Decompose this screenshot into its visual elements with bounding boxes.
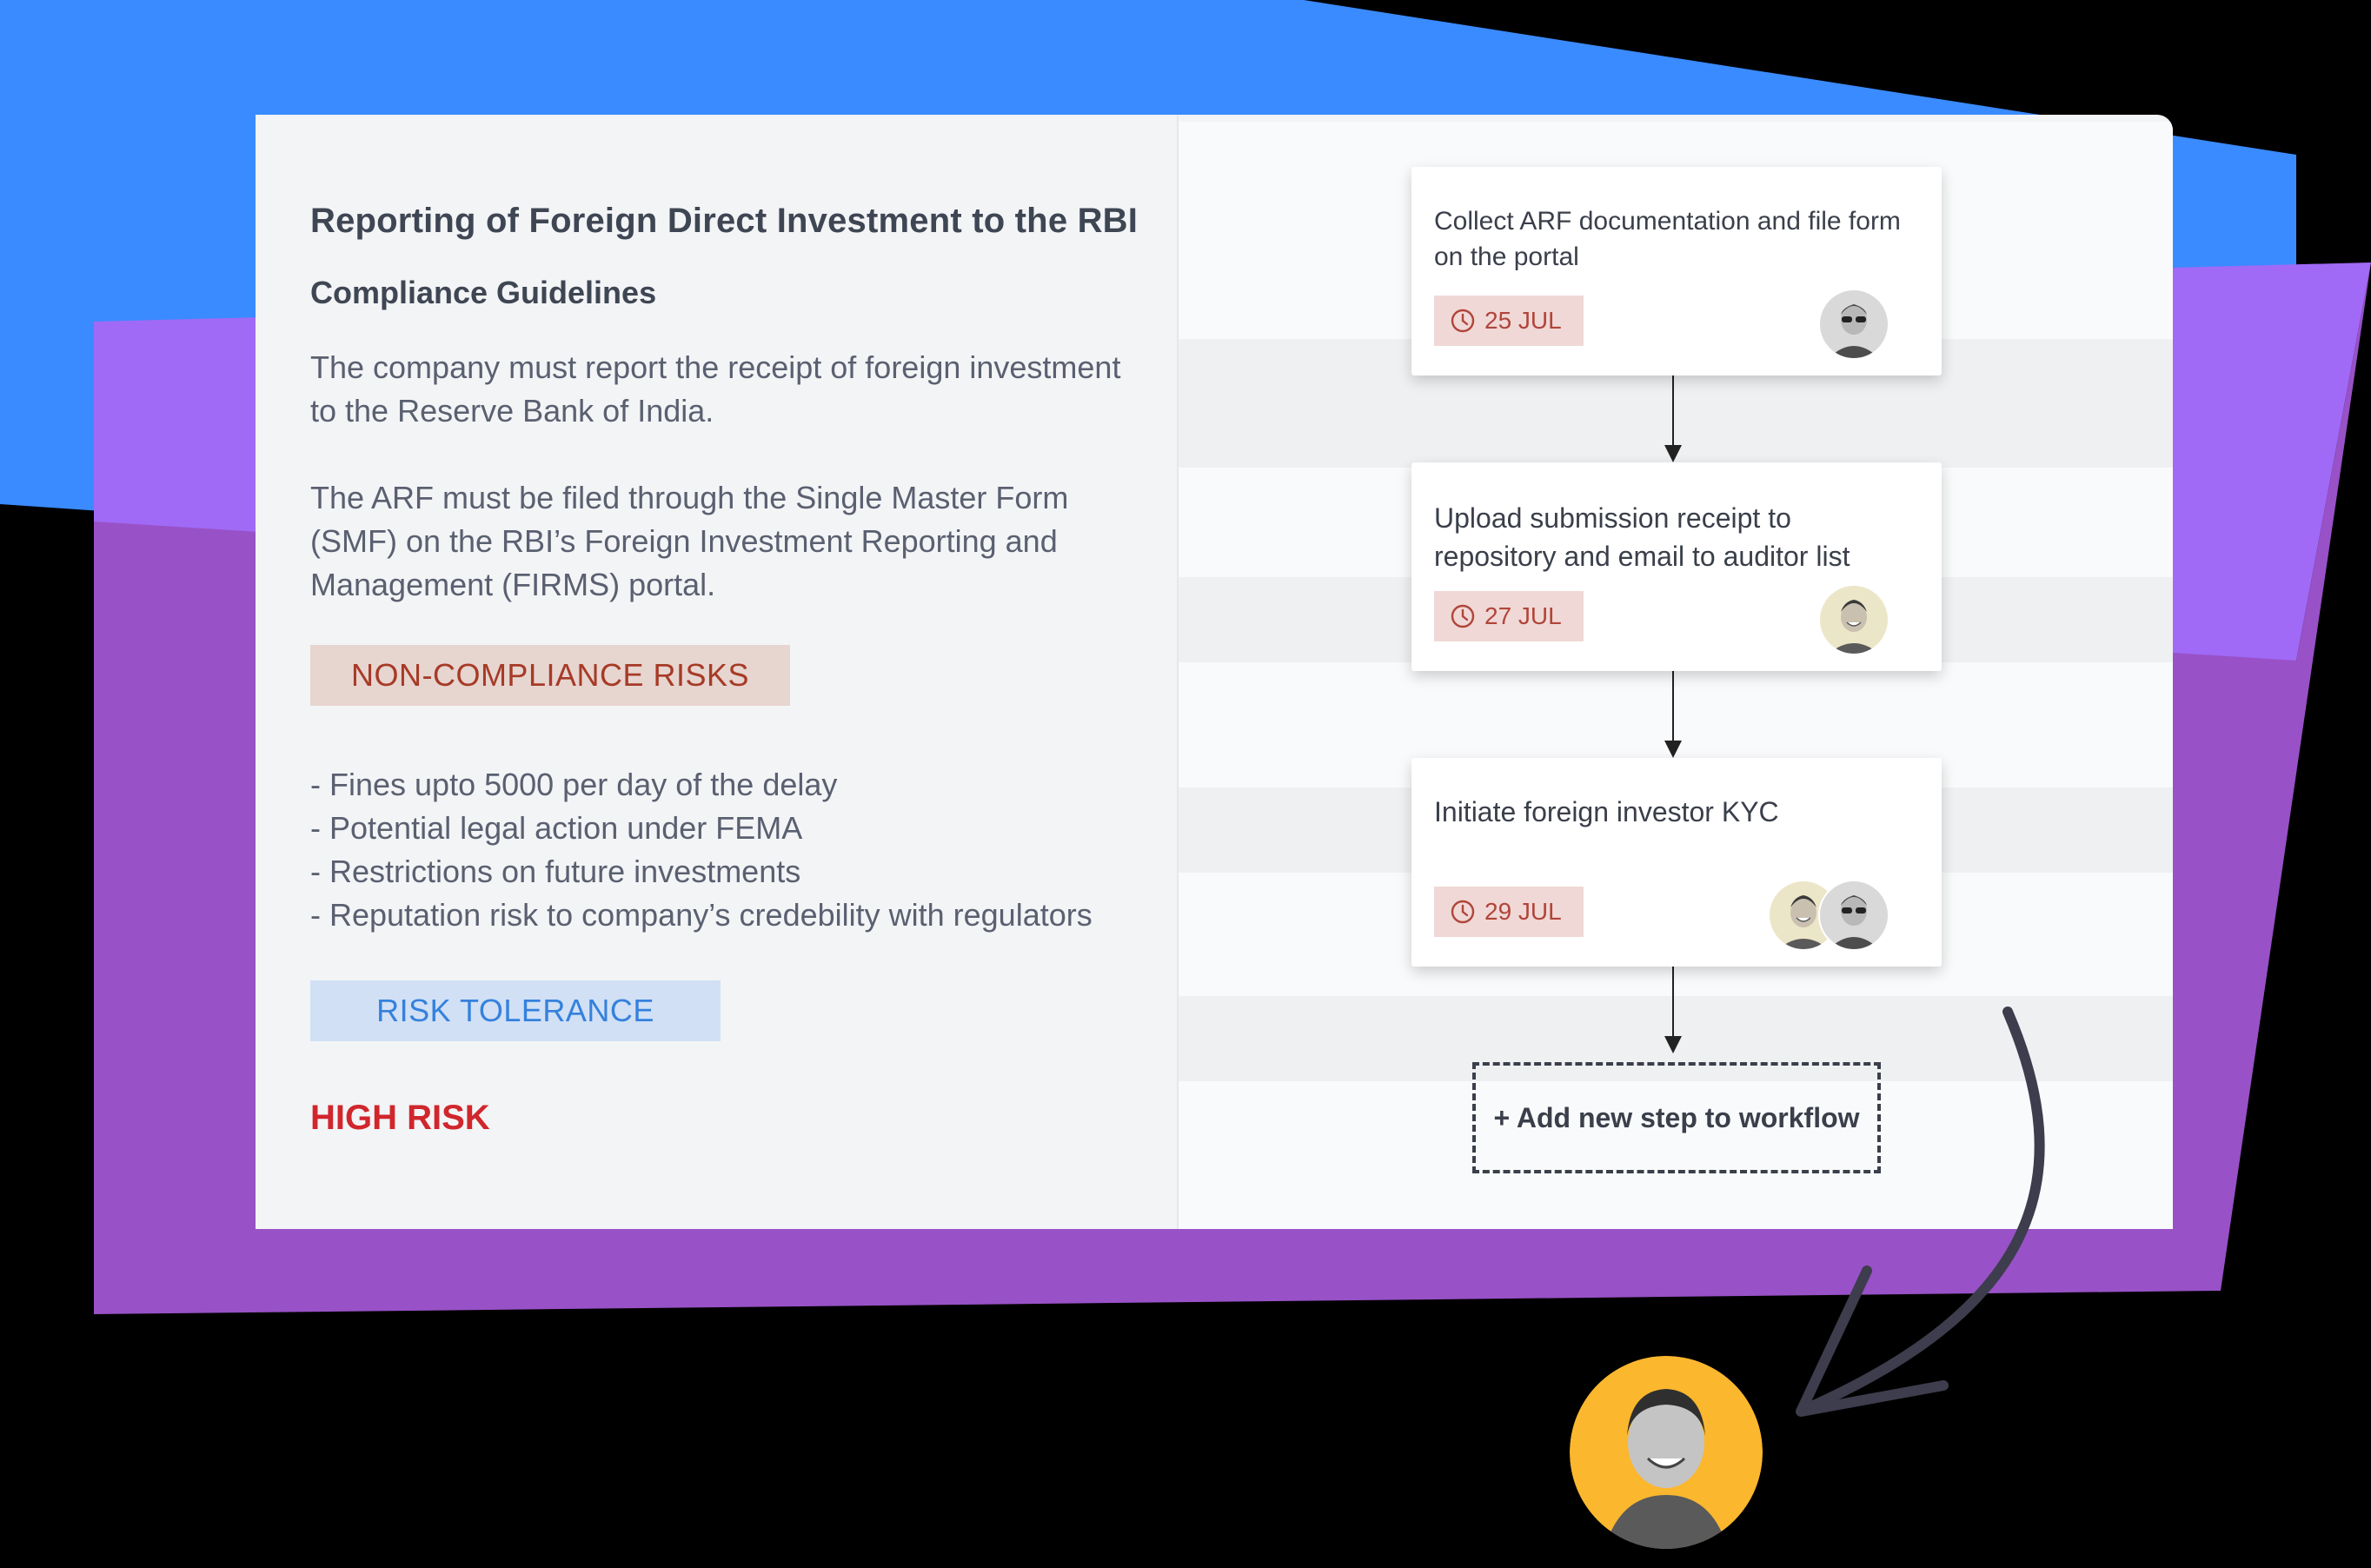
- due-date-label: 29 JUL: [1484, 898, 1562, 925]
- step-description: Upload submission receipt to repository …: [1434, 502, 1850, 572]
- assignee-avatar[interactable]: [1818, 289, 1889, 360]
- due-date-chip[interactable]: 27 JUL: [1434, 591, 1584, 641]
- panel-divider: [1177, 115, 1179, 1229]
- assignee-avatar-large[interactable]: [1570, 1356, 1763, 1549]
- risk-item: - Fines upto 5000 per day of the delay: [310, 767, 838, 802]
- due-date-label: 25 JUL: [1484, 307, 1562, 334]
- risk-list: - Fines upto 5000 per day of the delay -…: [310, 763, 1093, 937]
- risk-level-value: HIGH RISK: [310, 1099, 490, 1137]
- non-compliance-risks-badge: NON-COMPLIANCE RISKS: [310, 645, 790, 706]
- workflow-step[interactable]: Initiate foreign investor KYC 29 JUL: [1411, 758, 1942, 967]
- guideline-subtitle: Compliance Guidelines: [310, 275, 657, 310]
- risk-item: - Potential legal action under FEMA: [310, 810, 803, 846]
- due-date-chip[interactable]: 25 JUL: [1434, 296, 1584, 346]
- guideline-title: Reporting of Foreign Direct Investment t…: [310, 202, 1139, 240]
- add-step-button[interactable]: + Add new step to workflow: [1472, 1062, 1881, 1173]
- clock-icon: [1451, 604, 1475, 628]
- step-description: Collect ARF documentation and file form …: [1434, 207, 1901, 271]
- guideline-panel: Reporting of Foreign Direct Investment t…: [256, 115, 1177, 1229]
- assignee-avatar[interactable]: [1818, 584, 1889, 655]
- assignee-avatar[interactable]: [1818, 880, 1889, 951]
- workflow-step[interactable]: Collect ARF documentation and file form …: [1411, 167, 1942, 375]
- due-date-chip[interactable]: 29 JUL: [1434, 887, 1584, 937]
- due-date-label: 27 JUL: [1484, 602, 1562, 629]
- compliance-card: Reporting of Foreign Direct Investment t…: [256, 115, 2173, 1229]
- risk-item: - Reputation risk to company’s credebili…: [310, 897, 1093, 933]
- clock-icon: [1451, 309, 1475, 333]
- step-description: Initiate foreign investor KYC: [1434, 796, 1779, 827]
- risk-item: - Restrictions on future investments: [310, 854, 801, 889]
- clock-icon: [1451, 900, 1475, 924]
- workflow-step[interactable]: Upload submission receipt to repository …: [1411, 462, 1942, 671]
- guideline-paragraph-2: The ARF must be filed through the Single…: [310, 480, 1069, 602]
- risk-tolerance-badge: RISK TOLERANCE: [310, 980, 721, 1041]
- guideline-paragraph-1: The company must report the receipt of f…: [310, 349, 1121, 429]
